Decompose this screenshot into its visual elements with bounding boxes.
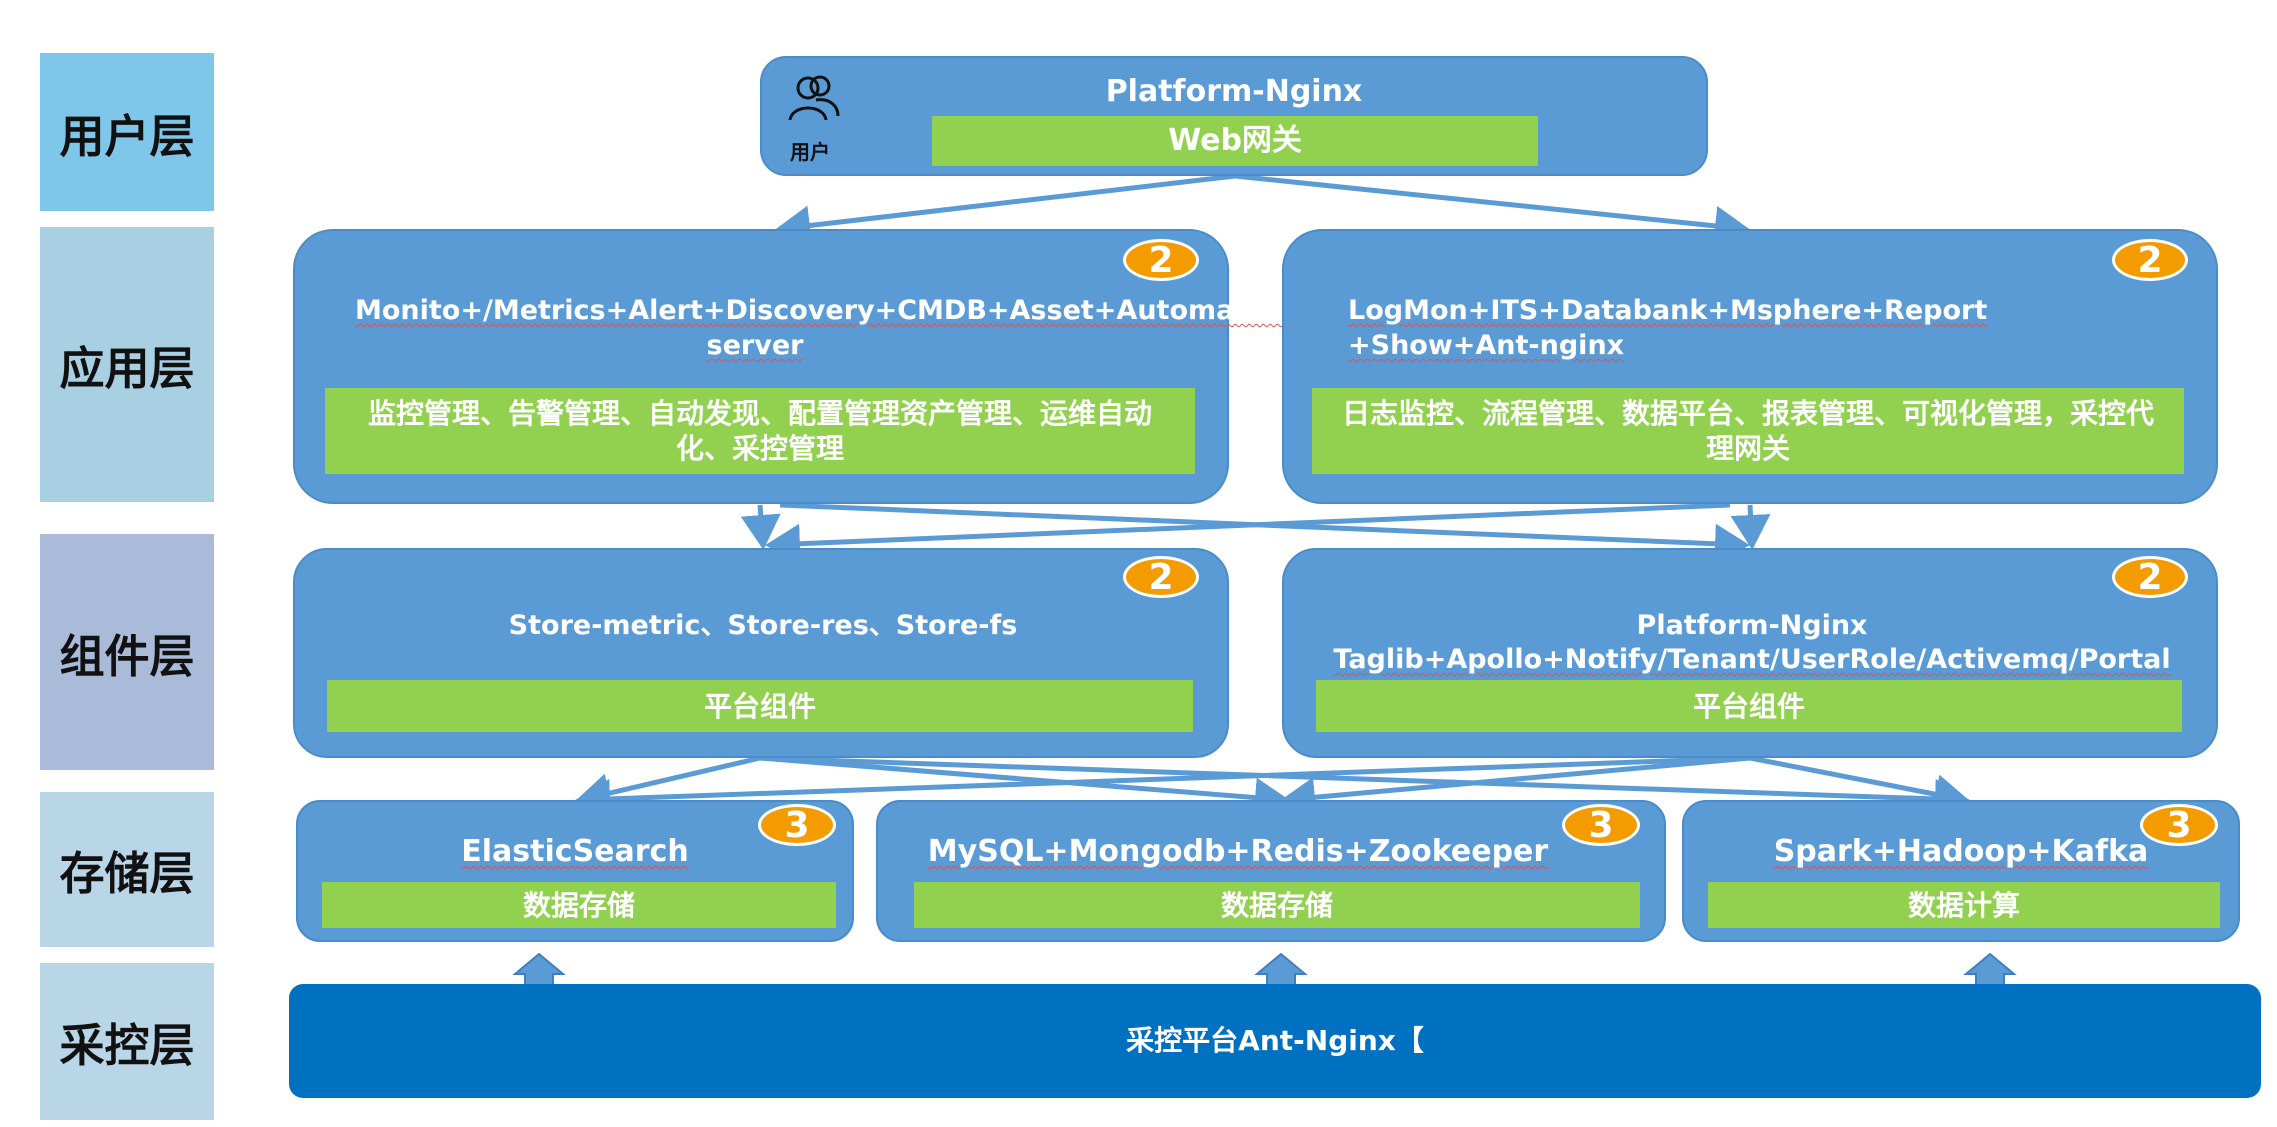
storage-es-title: ElasticSearch	[461, 834, 689, 869]
layer-label-app: 应用层	[40, 227, 214, 502]
layer-label-user: 用户层	[40, 53, 214, 211]
app-right-desc-bar: 日志监控、流程管理、数据平台、报表管理、可视化管理，采控代理网关	[1312, 388, 2184, 474]
comp-right-title-line1: Platform-Nginx	[1636, 610, 1868, 641]
comp-panel-left: 2 Store-metric、Store-res、Store-fs 平台组件	[293, 548, 1229, 758]
app-left-desc-bar: 监控管理、告警管理、自动发现、配置管理资产管理、运维自动化、采控管理	[325, 388, 1195, 474]
platform-nginx-title: Platform-Nginx	[1105, 74, 1363, 109]
app-right-badge: 2	[2112, 239, 2188, 281]
app-left-title: Monito+/Metrics+Alert+Discovery+CMDB+Ass…	[355, 295, 1382, 362]
app-left-badge: 2	[1123, 239, 1199, 281]
storage-mysql-desc-bar: 数据存储	[914, 882, 1640, 928]
comp-right-desc-bar: 平台组件	[1316, 680, 2182, 732]
storage-spark-badge: 3	[2140, 804, 2218, 846]
user-label: 用户	[790, 140, 830, 164]
comp-left-badge: 2	[1123, 556, 1199, 598]
storage-panel-spark: 3 Spark+Hadoop+Kafka 数据计算	[1682, 800, 2240, 942]
platform-nginx-panel: 用户 Platform-Nginx Web网关	[760, 56, 1708, 176]
storage-spark-desc-bar: 数据计算	[1708, 882, 2220, 928]
storage-spark-title: Spark+Hadoop+Kafka	[1773, 834, 2149, 869]
layer-label-storage: 存储层	[40, 792, 214, 947]
collect-platform-label: 采控平台Ant-Nginx【	[1126, 1023, 1424, 1057]
storage-mysql-badge: 3	[1562, 804, 1640, 846]
storage-mysql-title: MySQL+Mongodb+Redis+Zookeeper	[927, 834, 1549, 869]
app-panel-right: 2 LogMon+ITS+Databank+Msphere+Report +Sh…	[1282, 229, 2218, 504]
comp-right-badge: 2	[2112, 556, 2188, 598]
storage-panel-mysql: 3 MySQL+Mongodb+Redis+Zookeeper 数据存储	[876, 800, 1666, 942]
layer-label-component: 组件层	[40, 534, 214, 770]
layer-label-collect: 采控层	[40, 963, 214, 1120]
comp-right-title-line2: Taglib+Apollo+Notify/Tenant/UserRole/Act…	[1333, 644, 2171, 675]
storage-es-desc-bar: 数据存储	[322, 882, 836, 928]
web-gateway-bar: Web网关	[932, 116, 1538, 166]
storage-panel-elasticsearch: 3 ElasticSearch 数据存储	[296, 800, 854, 942]
app-panel-left: 2 Monito+/Metrics+Alert+Discovery+CMDB+A…	[293, 229, 1382, 504]
user-icon	[786, 70, 842, 126]
storage-es-badge: 3	[758, 804, 836, 846]
app-right-title: LogMon+ITS+Databank+Msphere+Report +Show…	[1348, 295, 1988, 362]
comp-panel-right: 2 Platform-Nginx Taglib+Apollo+Notify/Te…	[1282, 548, 2218, 758]
comp-left-title: Store-metric、Store-res、Store-fs	[508, 610, 1018, 641]
comp-left-desc-bar: 平台组件	[327, 680, 1193, 732]
collect-platform-bar: 采控平台Ant-Nginx【	[289, 984, 2261, 1098]
